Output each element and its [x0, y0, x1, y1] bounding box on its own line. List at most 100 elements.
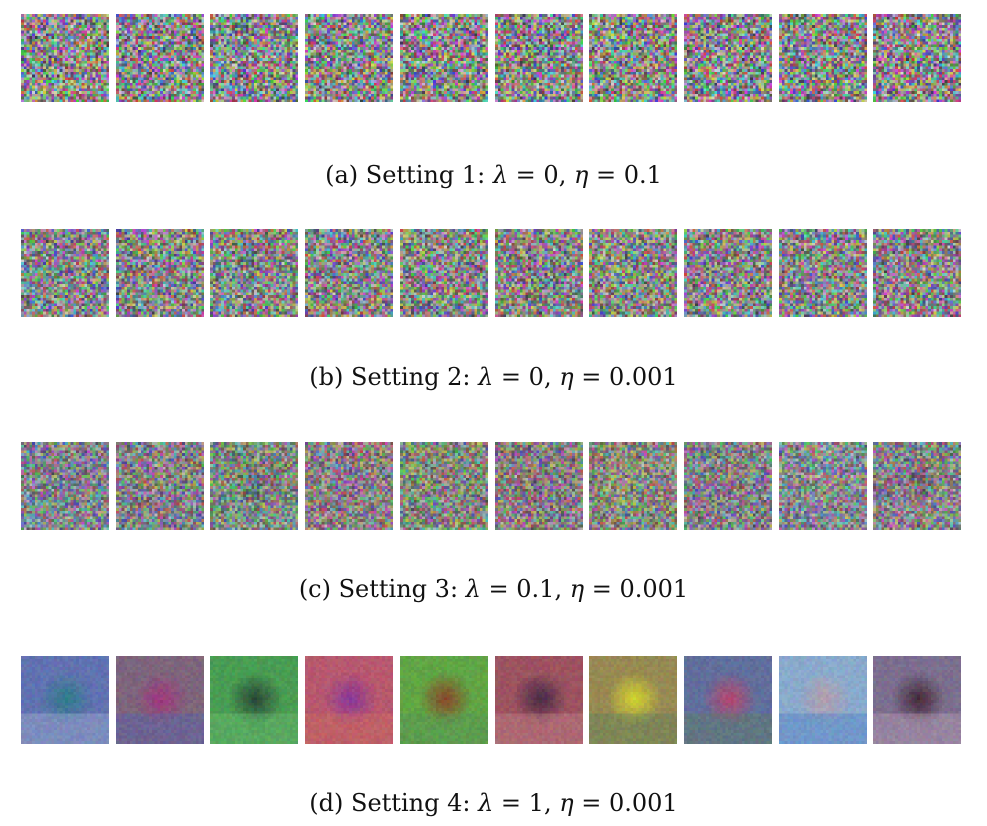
weight-image-tile: [589, 442, 677, 530]
weight-image-tile: [305, 229, 393, 317]
weight-image: [589, 656, 677, 744]
weight-image: [400, 656, 488, 744]
weight-image: [210, 442, 298, 530]
weight-image: [400, 442, 488, 530]
weight-image-tile: [210, 229, 298, 317]
weight-image: [116, 14, 204, 102]
caption-d: (d) Setting 4: λ = 1, η = 0.001: [0, 788, 987, 818]
weight-image-tile: [495, 229, 583, 317]
weight-image: [400, 229, 488, 317]
weight-image-tile: [21, 442, 109, 530]
weight-image-tile: [589, 229, 677, 317]
weight-image-tile: [684, 656, 772, 744]
weight-image: [400, 14, 488, 102]
weight-image-tile: [779, 442, 867, 530]
panel-d: (d) Setting 4: λ = 1, η = 0.001: [0, 656, 987, 826]
weight-image-tile: [589, 14, 677, 102]
weight-image: [210, 656, 298, 744]
caption-label: (c) Setting 3:: [298, 575, 459, 603]
caption-math: λ = 0, η = 0.001: [478, 363, 678, 391]
weight-image: [779, 14, 867, 102]
weight-image-tile: [21, 14, 109, 102]
weight-image: [495, 14, 583, 102]
weight-image-tile: [495, 442, 583, 530]
weight-image: [589, 14, 677, 102]
weight-image: [589, 229, 677, 317]
weight-image: [684, 14, 772, 102]
weight-image: [305, 442, 393, 530]
weight-image-tile: [495, 14, 583, 102]
caption-label: (b) Setting 2:: [309, 363, 471, 391]
weight-image: [873, 14, 961, 102]
weight-image-tile: [305, 442, 393, 530]
weight-image: [21, 14, 109, 102]
weight-image-tile: [589, 656, 677, 744]
caption-a: (a) Setting 1: λ = 0, η = 0.1: [0, 160, 987, 190]
weight-image-tile: [210, 656, 298, 744]
weight-image: [779, 656, 867, 744]
weight-image-tile: [495, 656, 583, 744]
weight-image-row: [21, 442, 966, 530]
weight-image-tile: [779, 14, 867, 102]
weight-image-tile: [116, 656, 204, 744]
weight-image-tile: [400, 656, 488, 744]
weight-image-row: [21, 229, 966, 317]
caption-b: (b) Setting 2: λ = 0, η = 0.001: [0, 362, 987, 392]
weight-image: [684, 229, 772, 317]
weight-image: [873, 442, 961, 530]
weight-image-tile: [305, 656, 393, 744]
panel-b: (b) Setting 2: λ = 0, η = 0.001: [0, 229, 987, 409]
weight-image: [495, 229, 583, 317]
weight-image: [495, 442, 583, 530]
weight-image: [873, 656, 961, 744]
weight-image: [116, 442, 204, 530]
caption-label: (a) Setting 1:: [325, 161, 486, 189]
weight-image-tile: [21, 656, 109, 744]
caption-math: λ = 1, η = 0.001: [478, 789, 678, 817]
caption-label: (d) Setting 4:: [309, 789, 471, 817]
weight-image-tile: [684, 229, 772, 317]
weight-image-tile: [400, 14, 488, 102]
weight-image-tile: [873, 656, 961, 744]
weight-image: [684, 656, 772, 744]
weight-image: [21, 229, 109, 317]
weight-image-tile: [779, 656, 867, 744]
weight-image-tile: [210, 14, 298, 102]
panel-c: (c) Setting 3: λ = 0.1, η = 0.001: [0, 442, 987, 622]
weight-image: [116, 229, 204, 317]
weight-image: [779, 442, 867, 530]
weight-image-tile: [400, 229, 488, 317]
weight-image: [116, 656, 204, 744]
weight-image-tile: [116, 442, 204, 530]
weight-image: [779, 229, 867, 317]
weight-image-tile: [873, 442, 961, 530]
weight-image-row: [21, 656, 966, 744]
weight-image: [873, 229, 961, 317]
weight-image: [21, 656, 109, 744]
weight-image: [210, 229, 298, 317]
caption-math: λ = 0.1, η = 0.001: [465, 575, 689, 603]
weight-image-tile: [305, 14, 393, 102]
weight-image-tile: [779, 229, 867, 317]
weight-image-tile: [400, 442, 488, 530]
weight-image: [305, 14, 393, 102]
weight-image-tile: [21, 229, 109, 317]
weight-image: [684, 442, 772, 530]
weight-image-row: [21, 14, 966, 102]
weight-image: [305, 229, 393, 317]
weight-image: [210, 14, 298, 102]
weight-image-tile: [116, 14, 204, 102]
weight-image: [589, 442, 677, 530]
caption-c: (c) Setting 3: λ = 0.1, η = 0.001: [0, 574, 987, 604]
weight-image: [305, 656, 393, 744]
caption-math: λ = 0, η = 0.1: [492, 161, 662, 189]
weight-image-tile: [684, 14, 772, 102]
panel-a: (a) Setting 1: λ = 0, η = 0.1: [0, 14, 987, 194]
weight-image: [21, 442, 109, 530]
weight-image: [495, 656, 583, 744]
weight-image-tile: [116, 229, 204, 317]
weight-image-tile: [873, 229, 961, 317]
weight-image-tile: [210, 442, 298, 530]
weight-image-tile: [873, 14, 961, 102]
weight-image-tile: [684, 442, 772, 530]
